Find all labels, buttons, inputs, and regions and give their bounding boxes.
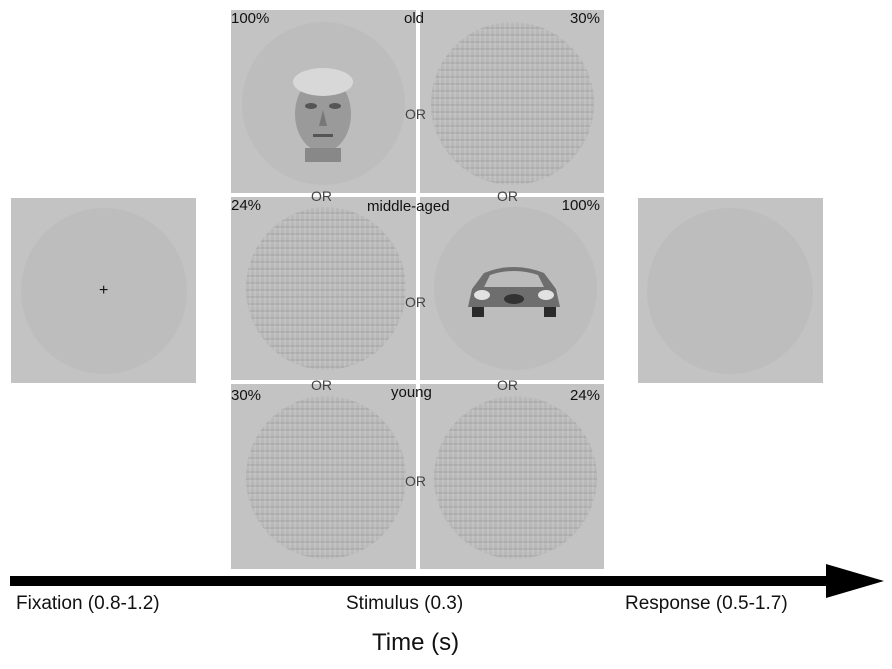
face-middle-aged-percent: 24% (231, 197, 262, 214)
stimulus-car-young: 24% (420, 384, 604, 569)
stimulus-car-middle-aged: 100% (420, 197, 604, 380)
category-label-young: young (391, 384, 432, 401)
car-middle-aged-percent: 100% (561, 197, 600, 214)
fixation-cross: + (99, 282, 109, 299)
fixation-disc (21, 208, 187, 374)
stimulus-face-young: 30% (231, 384, 416, 569)
phase-label-fixation: Fixation (0.8-1.2) (16, 593, 160, 614)
car-old-percent: 30% (569, 10, 600, 27)
face-old-percent: 100% (231, 10, 270, 27)
or-label: OR (405, 294, 426, 310)
axis-title: Time (s) (372, 629, 460, 656)
stimulus-face-middle-aged: 24% (231, 197, 416, 380)
phase-label-stimulus: Stimulus (0.3) (346, 593, 464, 614)
or-label: OR (311, 188, 332, 204)
face-old-image (293, 68, 353, 162)
category-label-old: old (404, 10, 425, 27)
or-label: OR (405, 473, 426, 489)
phase-label-response: Response (0.5-1.7) (625, 593, 788, 614)
category-label-middle-aged: middle-aged (367, 198, 450, 215)
or-label: OR (311, 377, 332, 393)
face-disc (246, 207, 406, 370)
face-young-percent: 30% (231, 387, 262, 404)
response-disc (647, 208, 813, 374)
car-disc (431, 22, 594, 185)
response-panel (638, 198, 823, 383)
fixation-panel: + (11, 198, 196, 383)
car-disc (434, 396, 597, 559)
or-label: OR (497, 188, 518, 204)
face-disc (246, 396, 406, 559)
timeline-arrow (10, 564, 884, 598)
car-young-percent: 24% (569, 387, 600, 404)
or-label: OR (497, 377, 518, 393)
stimulus-car-old: 30% (420, 10, 604, 193)
or-label: OR (405, 106, 426, 122)
car-image (468, 267, 560, 317)
stimulus-face-old: 100% (231, 10, 416, 193)
